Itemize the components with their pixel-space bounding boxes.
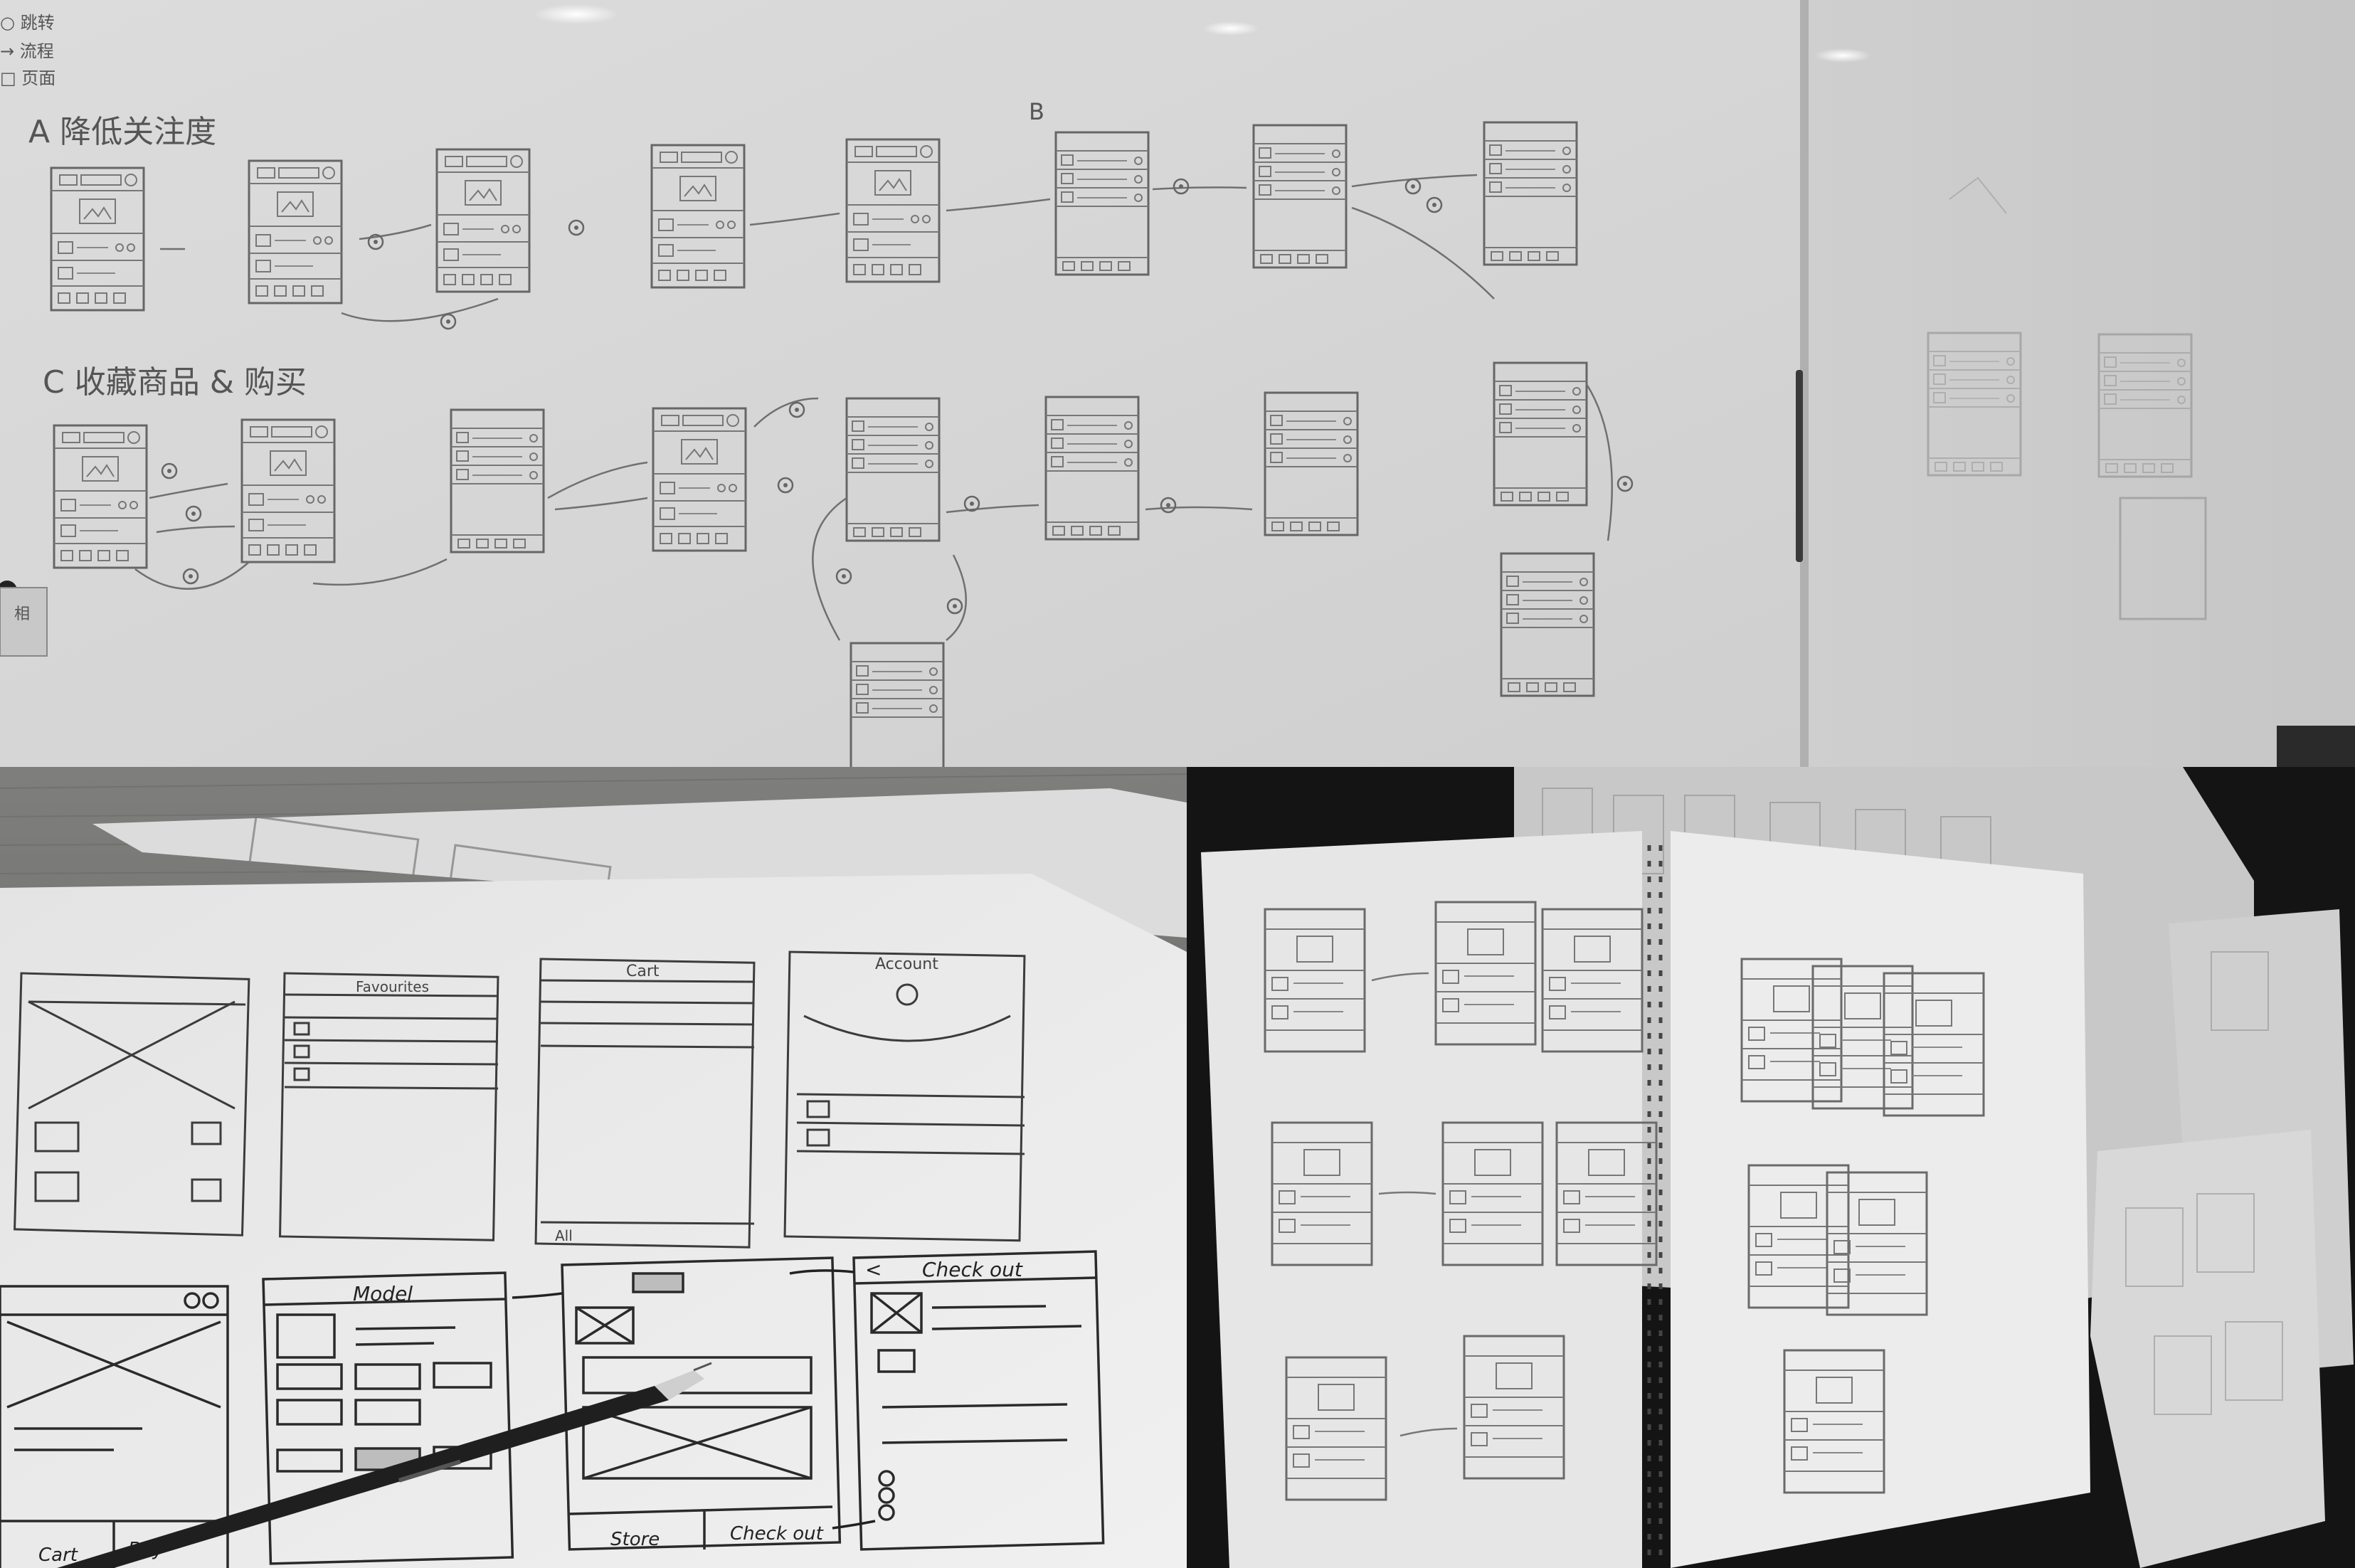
pen <box>57 1362 712 1568</box>
row-c-arrows <box>134 397 1253 641</box>
paper-sketches-panel: Favourites Cart Account All <box>0 767 1187 1568</box>
row-b-marker: B <box>1029 98 1044 125</box>
cart-button-label: Cart <box>38 1545 78 1566</box>
model-title: Model <box>353 1282 413 1305</box>
checkout-title: Check out <box>922 1258 1023 1281</box>
checkout-back-glyph: < <box>865 1258 882 1281</box>
faint-board-sketches <box>1927 176 2207 620</box>
paper-sketches-drawing: Favourites Cart Account All <box>0 767 1187 1568</box>
account-title: Account <box>875 955 938 973</box>
row-c-heading: C 收藏商品 & 购买 <box>43 364 307 401</box>
legend-line: → 流程 <box>0 41 54 61</box>
cart-title: Cart <box>626 963 660 980</box>
whiteboard-drawing: ○ 跳转 → 流程 □ 页面 A 降低关注度 B C 收藏商品 & 购买 <box>0 0 2355 767</box>
whiteboard-legend: ○ 跳转 → 流程 □ 页面 <box>0 13 55 88</box>
favourites-title: Favourites <box>356 978 429 995</box>
cart-tab-all: All <box>555 1227 573 1244</box>
top-row-screens <box>14 950 1026 1249</box>
notebook-arrows <box>1371 972 1458 1437</box>
whiteboard-panel: ○ 跳转 → 流程 □ 页面 A 降低关注度 B C 收藏商品 & 购买 <box>0 0 2355 767</box>
notebook-left-page <box>1201 831 1642 1568</box>
store-button-label: Store <box>610 1529 660 1550</box>
bottom-row-screens <box>0 1250 1105 1568</box>
checkout-button-label: Check out <box>730 1523 824 1545</box>
legend-line: ○ 跳转 <box>0 13 55 33</box>
row-a-heading: A 降低关注度 <box>28 114 216 150</box>
magnet-label: 相 <box>14 605 30 623</box>
notebook-drawing <box>1187 767 2355 1568</box>
legend-line: □ 页面 <box>0 68 55 88</box>
notebook-panel <box>1187 767 2355 1568</box>
